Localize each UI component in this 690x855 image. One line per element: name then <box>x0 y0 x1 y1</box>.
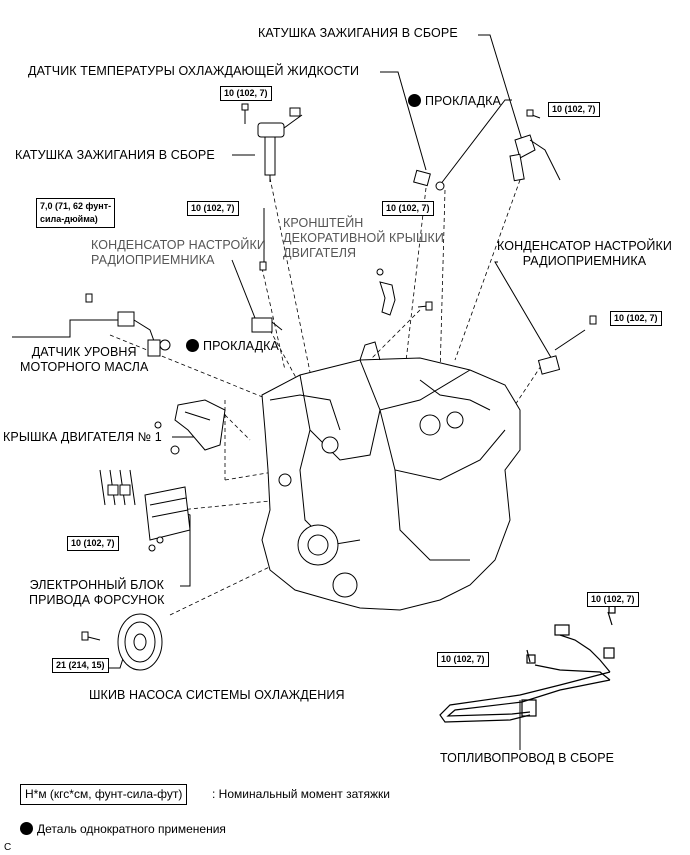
label-bracket: КРОНШТЕЙН ДЕКОРАТИВНОЙ КРЫШКИ ДВИГАТЕЛЯ <box>283 216 445 260</box>
torque-condenser-right: 10 (102, 7) <box>610 311 662 326</box>
torque-oil-sensor: 7,0 (71, 62 фунт- сила-дюйма) <box>36 198 116 228</box>
ignition-coil-left <box>241 103 303 182</box>
torque-edu: 10 (102, 7) <box>67 536 119 551</box>
one-time-use-icon <box>20 822 33 835</box>
label-condenser-left: КОНДЕНСАТОР НАСТРОЙКИ РАДИОПРИЕМНИКА <box>91 238 266 267</box>
torque-coil-right: 10 (102, 7) <box>548 102 600 117</box>
leader-condenser-left <box>231 259 256 319</box>
label-coil-top: КАТУШКА ЗАЖИГАНИЯ В СБОРЕ <box>258 26 458 40</box>
label-coil-left: КАТУШКА ЗАЖИГАНИЯ В СБОРЕ <box>15 148 215 162</box>
cover-bracket <box>376 268 433 316</box>
torque-fuel-right: 10 (102, 7) <box>587 592 639 607</box>
one-time-use-icon <box>408 94 421 107</box>
ignition-coil-right <box>509 109 561 182</box>
engine-block <box>261 341 521 611</box>
torque-bracket: 10 (102, 7) <box>187 201 239 216</box>
label-engine-cover: КРЫШКА ДВИГАТЕЛЯ № 1 <box>3 430 162 444</box>
legend-torque-text: : Номинальный момент затяжки <box>212 787 390 801</box>
engine-cover-1 <box>154 399 226 455</box>
leader-oil-sensor <box>12 319 120 338</box>
condenser-left <box>251 261 283 333</box>
leader-coolant-sensor <box>380 71 427 171</box>
label-edu: ЭЛЕКТРОННЫЙ БЛОК ПРИВОДА ФОРСУНОК <box>29 578 165 607</box>
condenser-right <box>537 315 597 375</box>
injector-driver <box>99 469 191 552</box>
label-pulley: ШКИВ НАСОСА СИСТЕМЫ ОХЛАЖДЕНИЯ <box>89 688 345 702</box>
label-oil-sensor: ДАТЧИК УРОВНЯ МОТОРНОГО МАСЛА <box>20 345 149 374</box>
legend-torque-unit: Н*м (кгс*см, фунт-сила-фут) <box>20 784 188 805</box>
coolant-sensor <box>413 169 445 191</box>
label-condenser-right: КОНДЕНСАТОР НАСТРОЙКИ РАДИОПРИЕМНИКА <box>497 239 672 268</box>
label-coolant-sensor: ДАТЧИК ТЕМПЕРАТУРЫ ОХЛАЖДАЮЩЕЙ ЖИДКОСТИ <box>28 64 360 78</box>
leader-condenser-right <box>494 261 557 367</box>
label-gasket-top: ПРОКЛАДКА <box>408 94 501 109</box>
one-time-use-icon <box>186 339 199 352</box>
fuel-pipe <box>439 604 616 723</box>
oil-level-sensor <box>85 293 171 357</box>
torque-pulley: 21 (214, 15) <box>52 658 109 673</box>
torque-fuel-mid: 10 (102, 7) <box>437 652 489 667</box>
leader-coil-top <box>478 34 523 141</box>
label-gasket-mid: ПРОКЛАДКА <box>186 339 279 354</box>
torque-coil-left: 10 (102, 7) <box>220 86 272 101</box>
legend-one-time: Деталь однократного применения <box>20 822 226 837</box>
label-fuel-pipe: ТОПЛИВОПРОВОД В СБОРЕ <box>440 751 615 765</box>
leader-gasket-top <box>439 99 512 186</box>
water-pump-pulley <box>81 613 163 671</box>
torque-bracket-bolt: 10 (102, 7) <box>382 201 434 216</box>
corner-code: C <box>4 842 12 853</box>
